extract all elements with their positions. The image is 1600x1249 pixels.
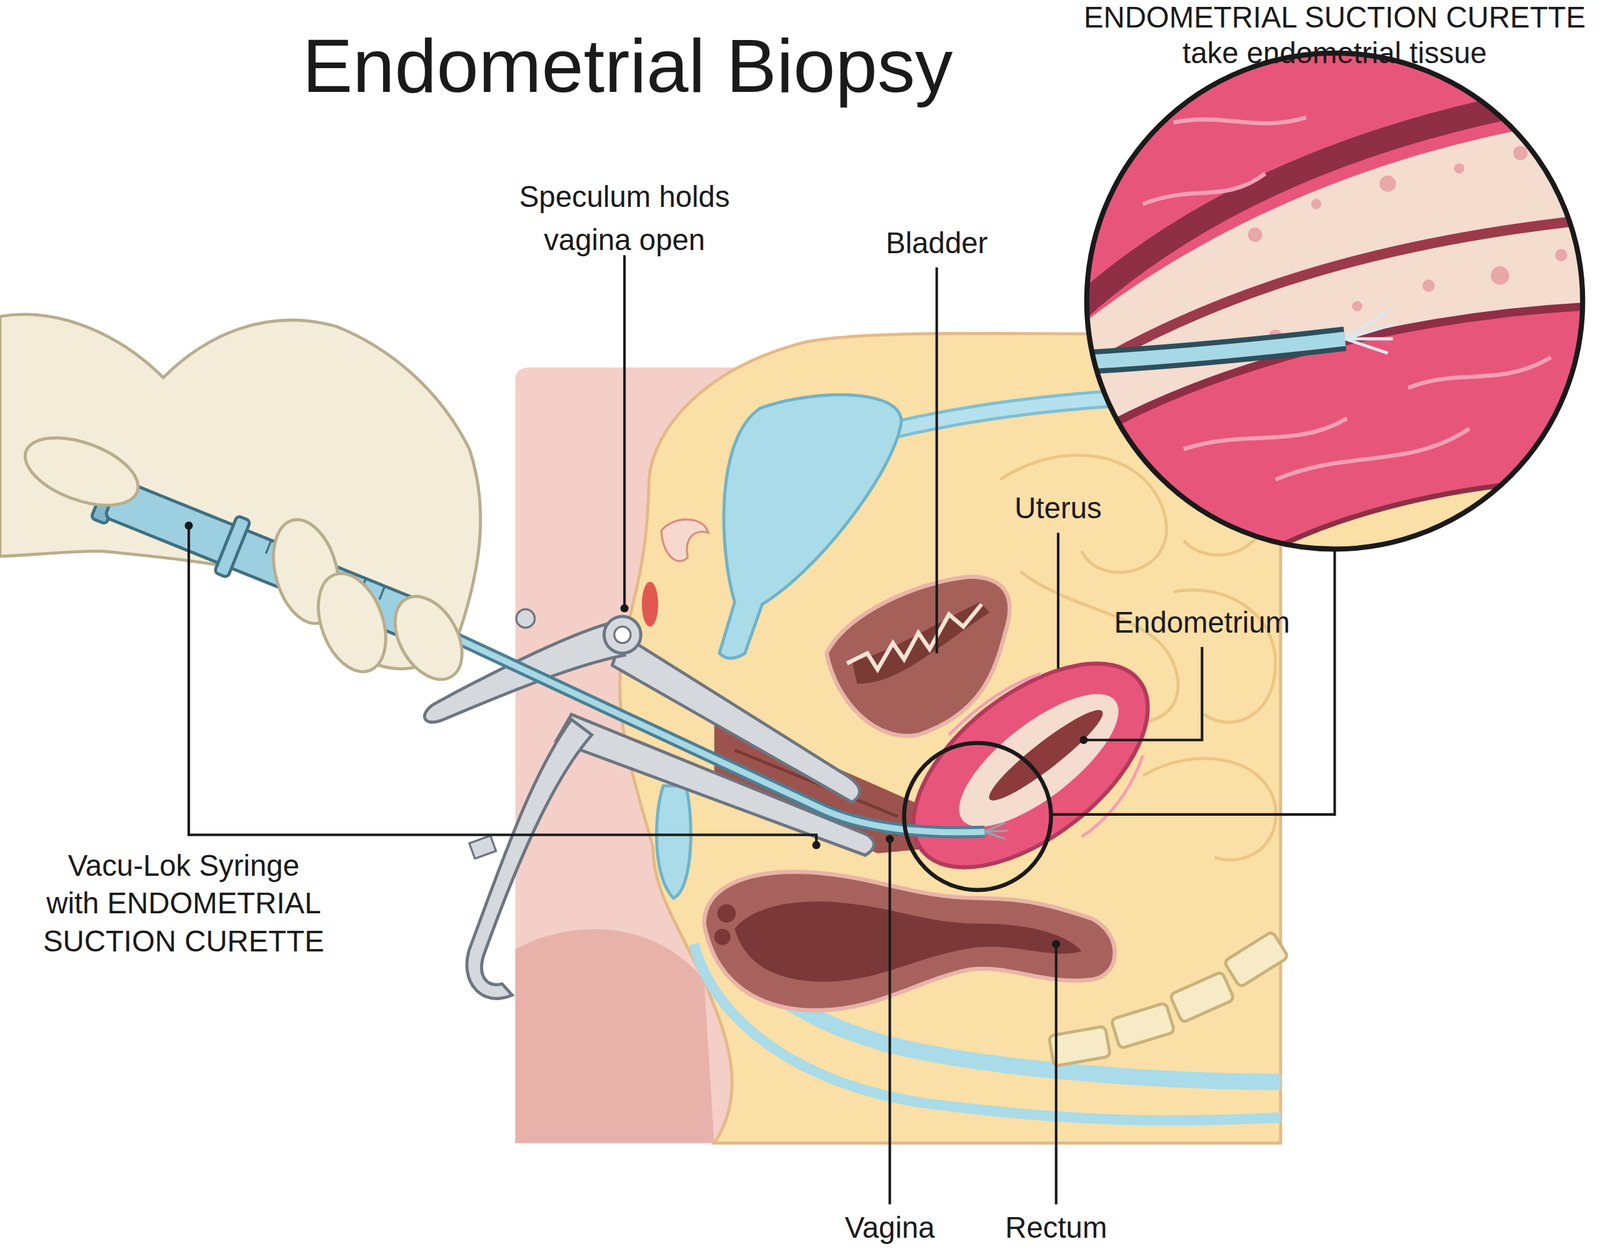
gland-dot bbox=[1490, 266, 1509, 285]
syringe-flange bbox=[214, 515, 251, 578]
circle-outline bbox=[1069, 0, 1600, 557]
part-label: Rectum bbox=[974, 1210, 1138, 1246]
vulva bbox=[641, 581, 659, 627]
inset-circle: ENDOMETRIAL SUCTION CURETTE take endomet… bbox=[1069, 0, 1600, 557]
part-label: Endometrium bbox=[1090, 605, 1315, 641]
leader-line bbox=[888, 838, 892, 1204]
inset-lower-wall bbox=[1081, 306, 1592, 572]
rectum bbox=[704, 871, 1115, 1011]
leader-line bbox=[188, 525, 817, 845]
vertebra bbox=[1111, 1002, 1175, 1049]
finger bbox=[381, 584, 476, 691]
inset-illustration bbox=[1081, 51, 1592, 572]
vertebra bbox=[1048, 1025, 1111, 1066]
inset-curette-tip bbox=[1345, 311, 1394, 354]
ureter bbox=[877, 398, 1123, 434]
sphincter bbox=[714, 928, 731, 945]
leader-dot bbox=[885, 835, 894, 844]
inset-curette bbox=[1081, 338, 1345, 363]
leader-dot bbox=[1079, 735, 1088, 744]
gland-dot bbox=[1351, 301, 1362, 312]
leader-line bbox=[1055, 943, 1058, 1204]
muscle-lines bbox=[948, 673, 1143, 837]
part-label: Vacu-Lok Syringe with ENDOMETRIAL SUCTIO… bbox=[40, 846, 327, 961]
leader-dots bbox=[185, 521, 1089, 948]
gland-dot bbox=[1379, 175, 1396, 192]
part-label: Uterus bbox=[976, 490, 1140, 527]
rectum-group bbox=[693, 871, 1281, 1121]
speculum-screw bbox=[469, 835, 497, 859]
circle-outline bbox=[1086, 53, 1583, 549]
speculum-knob bbox=[516, 609, 535, 628]
vertebra bbox=[1223, 931, 1289, 988]
inset-outside bbox=[1235, 479, 1592, 572]
part-label: Speculum holds vagina open bbox=[496, 175, 752, 262]
pubic-bone bbox=[661, 519, 709, 562]
urethra bbox=[656, 785, 692, 899]
endometrium bbox=[940, 671, 1139, 850]
curette-tip bbox=[985, 822, 1009, 839]
leader-lines bbox=[188, 255, 1335, 1204]
diagram-title: Endometrial Biopsy bbox=[255, 28, 1000, 105]
leader-dot bbox=[185, 521, 194, 530]
gland-dot bbox=[1422, 279, 1435, 292]
part-label: Vagina bbox=[808, 1210, 972, 1246]
leader-dot bbox=[1051, 940, 1060, 949]
gland-dot bbox=[1248, 227, 1263, 242]
thumb bbox=[16, 424, 147, 519]
intestine-loop bbox=[1143, 758, 1277, 860]
gland-dot bbox=[1555, 248, 1568, 262]
gland-dot bbox=[1513, 145, 1528, 160]
leader-line bbox=[1056, 532, 1060, 669]
ureter bbox=[877, 398, 1123, 434]
vertebra bbox=[1170, 971, 1235, 1023]
spine bbox=[1048, 931, 1289, 1067]
gland-dot bbox=[1454, 163, 1465, 174]
bladder-folds bbox=[846, 604, 982, 670]
bladder-lumen bbox=[851, 601, 990, 684]
gland-dot bbox=[1311, 198, 1322, 209]
inset-muscle-lines bbox=[1143, 117, 1552, 480]
part-label: Bladder bbox=[855, 225, 1019, 262]
magnify-circle bbox=[904, 743, 1052, 890]
speculum-hinge bbox=[614, 626, 631, 643]
finger bbox=[305, 563, 399, 681]
rectum-lumen bbox=[735, 901, 1082, 982]
leader-line bbox=[1051, 548, 1335, 814]
leader-line bbox=[935, 267, 939, 654]
inset-heading: ENDOMETRIAL SUCTION CURETTE take endomet… bbox=[1069, 0, 1600, 72]
leader-dot bbox=[620, 604, 629, 613]
inset-curette bbox=[1081, 338, 1345, 363]
sphincter bbox=[717, 904, 736, 923]
uterus bbox=[878, 624, 1184, 907]
leader-line bbox=[1083, 646, 1202, 740]
speculum-upper-blade bbox=[612, 635, 860, 803]
speculum-hinge bbox=[604, 616, 642, 654]
leader-line bbox=[623, 255, 626, 609]
hand-and-syringe bbox=[0, 314, 1009, 839]
leader-dot bbox=[812, 840, 821, 849]
buttock-area bbox=[515, 928, 714, 1143]
speculum-handle bbox=[466, 719, 592, 999]
